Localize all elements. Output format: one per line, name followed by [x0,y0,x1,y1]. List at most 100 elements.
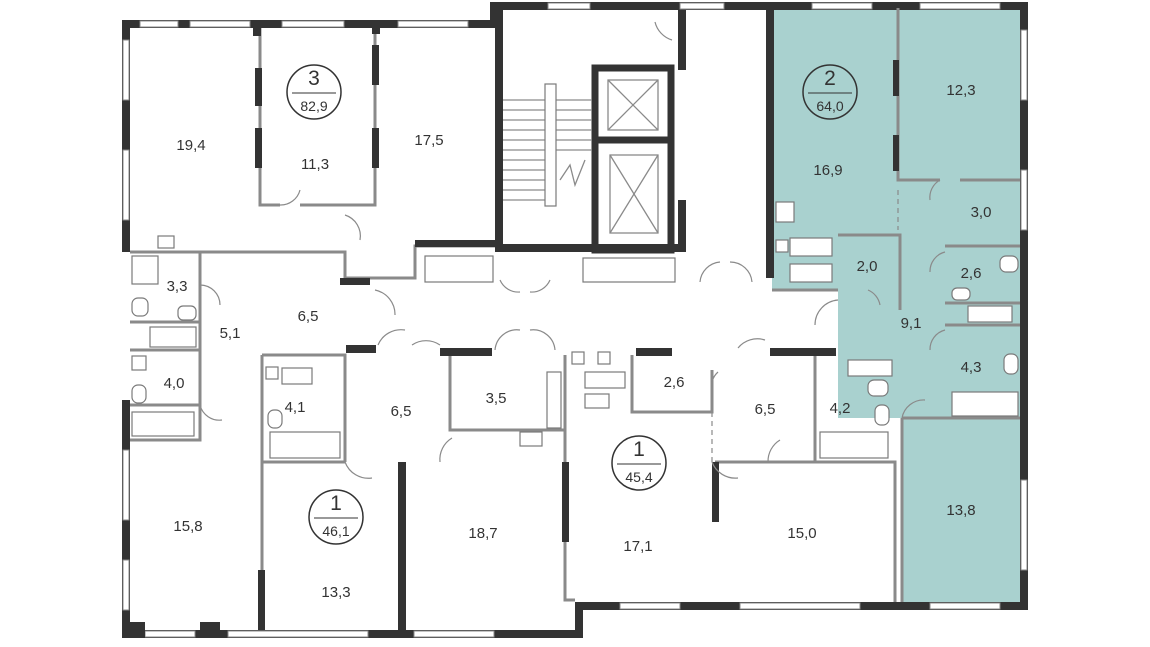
room-area-label: 5,1 [220,325,241,342]
stair-steps [503,83,592,207]
sink-icon [584,393,610,409]
apartment-badge-circle [802,64,858,120]
window [122,149,130,221]
washer-icon [265,366,279,380]
fixtures [131,201,1019,459]
room-area-label: 4,3 [961,359,982,376]
storage-cabinet [424,255,494,283]
window [619,602,681,610]
window [189,20,251,28]
structural-walls [123,8,899,638]
elevator-car-1 [607,79,659,131]
room-area-label: 15,8 [173,518,202,535]
wall-top-right [766,2,1028,10]
apartment-area: 82,9 [300,98,327,114]
toilet-icon [131,297,149,317]
bathtub-icon [584,371,626,389]
room-area-label: 15,0 [787,525,816,542]
bathtub-icon [819,431,889,459]
shower-icon [131,255,159,285]
core-wall-bottom [495,244,685,252]
window [811,2,873,10]
apartment-badge-1-left[interactable]: 1 46,1 [308,489,364,545]
bathtub-icon [149,326,197,348]
room-area-label: 4,0 [164,375,185,392]
toilet-icon [867,379,889,397]
window [139,20,179,28]
bathtub-icon [131,411,195,437]
window [547,2,591,10]
room-area-label: 3,0 [971,204,992,221]
window [122,449,130,521]
window [1020,169,1028,231]
window [227,630,369,638]
elevator-frame [591,64,675,254]
toilet-icon [267,409,283,429]
room-area-label: 18,7 [468,525,497,542]
room-area-label: 16,9 [813,162,842,179]
stair-elevator-core [495,10,686,254]
apartment-badge-circle [286,64,342,120]
room-area-label: 9,1 [901,315,922,332]
window [679,2,725,10]
washer-icon [131,355,147,371]
bathtub-icon [847,359,893,377]
room-area-label: 17,1 [623,538,652,555]
toilet-icon [999,255,1019,273]
apartment-area: 64,0 [816,98,843,114]
toilet-icon [546,371,562,429]
window [919,2,1001,10]
wall-left-top [122,20,130,252]
room-area-label: 12,3 [946,82,975,99]
room-area-label: 3,3 [167,278,188,295]
room-area-label: 6,5 [755,401,776,418]
window [413,630,495,638]
apartment-2-highlight[interactable] [772,8,1024,602]
window [281,20,345,28]
washer-icon [775,239,789,253]
apartment-badge-3[interactable]: 3 82,9 [286,64,342,120]
window [144,630,196,638]
room-area-label: 2,0 [857,258,878,275]
wall-top-core [490,2,774,10]
room-area-label: 6,5 [298,308,319,325]
apartment-badge-circle [611,435,667,491]
sink-icon [951,287,971,301]
windows [122,2,1028,638]
room-area-label: 17,5 [414,132,443,149]
apartment-number: 2 [824,67,836,90]
room-labels: 19,4 11,3 17,5 16,9 12,3 3,0 2,0 2,6 9,1… [164,82,992,601]
core-wall-right-low [678,200,686,252]
apartment-badge-1-center[interactable]: 1 45,4 [611,435,667,491]
room-area-label: 4,1 [285,399,306,416]
sink-icon [775,201,795,223]
window [739,602,861,610]
room-area-label: 2,6 [961,265,982,282]
room-area-label: 13,3 [321,584,350,601]
toilet-icon [131,384,147,404]
core-wall-right [678,10,686,70]
room-area-label: 2,6 [664,374,685,391]
apartment-number: 3 [308,67,320,90]
window [1020,479,1028,571]
interior-walls [130,8,1020,630]
room-area-label: 19,4 [176,137,205,154]
apartment-number: 1 [330,492,342,515]
window [397,20,469,28]
apartment-area: 45,4 [625,469,652,485]
room-area-label: 4,2 [830,400,851,417]
apartment-badge-2[interactable]: 2 64,0 [802,64,858,120]
doors [199,21,946,479]
storage-cabinet [582,257,676,283]
room-area-label: 11,3 [301,156,329,173]
window [929,602,1001,610]
wall-top-core-rise [490,2,498,28]
sink-icon [157,235,175,249]
elevator-car-2 [609,154,659,234]
core-wall-left [495,10,503,250]
sink-icon [519,431,543,447]
bathtub-icon [269,431,341,459]
toilet-icon [1003,353,1019,375]
sink-icon [177,305,197,321]
